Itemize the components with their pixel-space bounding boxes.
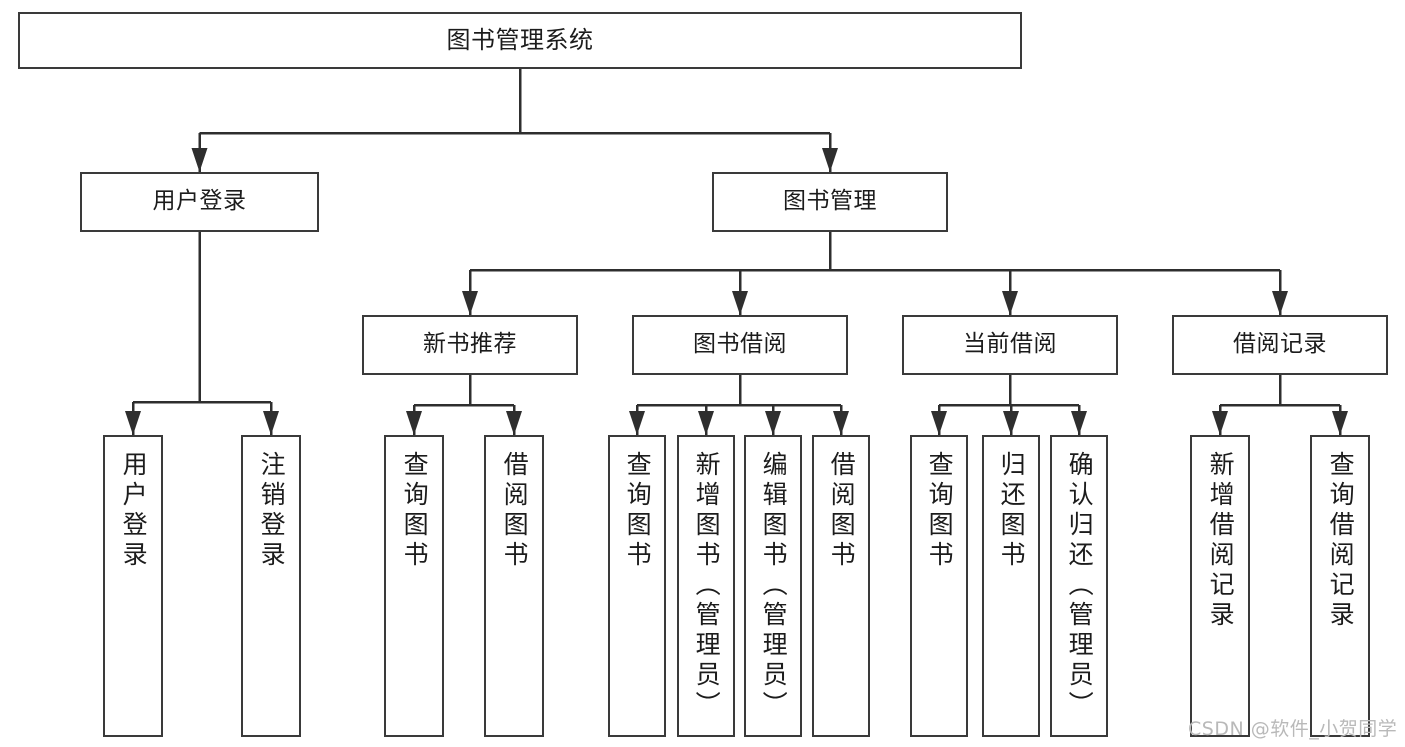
node-leaf-cur-confirm[interactable]: 确认归还（管理员） <box>1050 435 1108 737</box>
connector-arrowhead <box>822 148 838 172</box>
node-label: 查询图书 <box>400 451 430 571</box>
node-label: 借阅记录 <box>1233 331 1327 358</box>
node-label: 归还图书 <box>997 451 1027 571</box>
connector-arrowhead <box>698 411 714 435</box>
node-leaf-cur-return[interactable]: 归还图书 <box>982 435 1040 737</box>
node-label: 新书推荐 <box>423 331 517 358</box>
node-label: 图书管理 <box>783 188 877 215</box>
node-leaf-bor-add[interactable]: 新增图书（管理员） <box>677 435 735 737</box>
connector-arrowhead <box>732 291 748 315</box>
node-leaf-new-query[interactable]: 查询图书 <box>384 435 444 737</box>
node-label: 图书借阅 <box>693 331 787 358</box>
node-label: 当前借阅 <box>963 331 1057 358</box>
connector-arrowhead <box>506 411 522 435</box>
node-leaf-new-borrow[interactable]: 借阅图书 <box>484 435 544 737</box>
node-record[interactable]: 借阅记录 <box>1172 315 1388 375</box>
connector-arrowhead <box>263 411 279 435</box>
node-label: 编辑图书（管理员） <box>759 451 789 721</box>
node-label: 查询图书 <box>623 451 653 571</box>
node-label: 借阅图书 <box>500 451 530 571</box>
connector-arrowhead <box>833 411 849 435</box>
node-label: 注销登录 <box>257 451 287 571</box>
node-label: 新增借阅记录 <box>1206 451 1236 631</box>
node-root[interactable]: 图书管理系统 <box>18 12 1022 69</box>
node-leaf-bor-query[interactable]: 查询图书 <box>608 435 666 737</box>
connector-arrowhead <box>629 411 645 435</box>
connector-arrowhead <box>1272 291 1288 315</box>
node-label: 用户登录 <box>119 451 149 571</box>
node-label: 新增图书（管理员） <box>692 451 722 721</box>
connector-arrowhead <box>462 291 478 315</box>
node-label: 借阅图书 <box>827 451 857 571</box>
node-label: 确认归还（管理员） <box>1065 451 1095 721</box>
node-leaf-bor-edit[interactable]: 编辑图书（管理员） <box>744 435 802 737</box>
node-leaf-user-login[interactable]: 用户登录 <box>103 435 163 737</box>
connector-arrowhead <box>1002 291 1018 315</box>
node-newbook[interactable]: 新书推荐 <box>362 315 578 375</box>
node-borrow[interactable]: 图书借阅 <box>632 315 848 375</box>
connector-arrowhead <box>125 411 141 435</box>
connector-arrowhead <box>191 148 208 172</box>
node-leaf-bor-lend[interactable]: 借阅图书 <box>812 435 870 737</box>
node-leaf-user-logout[interactable]: 注销登录 <box>241 435 301 737</box>
node-leaf-cur-query[interactable]: 查询图书 <box>910 435 968 737</box>
connector-arrowhead <box>1071 411 1087 435</box>
node-leaf-rec-add[interactable]: 新增借阅记录 <box>1190 435 1250 737</box>
watermark: CSDN @软件_小贺同学 <box>1188 718 1398 740</box>
connector-arrowhead <box>931 411 947 435</box>
connector-arrowhead <box>1332 411 1348 435</box>
connector-arrowhead <box>406 411 422 435</box>
node-login[interactable]: 用户登录 <box>80 172 319 232</box>
node-label: 查询图书 <box>925 451 955 571</box>
connector-arrowhead <box>765 411 781 435</box>
node-current[interactable]: 当前借阅 <box>902 315 1118 375</box>
node-label: 图书管理系统 <box>446 26 594 55</box>
node-label: 用户登录 <box>152 188 247 215</box>
node-bookmgmt[interactable]: 图书管理 <box>712 172 948 232</box>
node-leaf-rec-query[interactable]: 查询借阅记录 <box>1310 435 1370 737</box>
connector-arrowhead <box>1212 411 1228 435</box>
node-label: 查询借阅记录 <box>1326 451 1356 631</box>
connector-arrowhead <box>1003 411 1019 435</box>
